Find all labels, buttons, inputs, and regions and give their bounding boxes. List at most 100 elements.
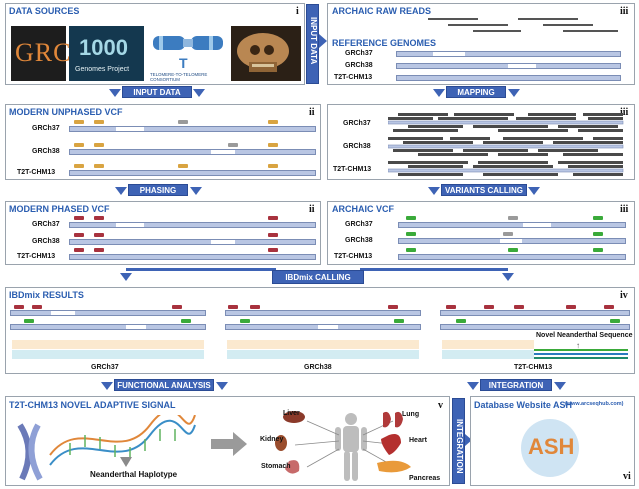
1000-genomes-logo-caption: Genomes Project (75, 66, 130, 73)
variant-marker (24, 319, 34, 323)
raw-read (473, 30, 521, 32)
variant-marker (593, 232, 603, 236)
genome-label: GRCh37 (32, 125, 60, 132)
mapping-arrow: MAPPING (446, 86, 506, 98)
panel-number: vi (623, 471, 631, 482)
segment-band (442, 340, 534, 349)
panel-title: MODERN PHASED VCF (9, 204, 110, 214)
variant-marker (610, 319, 620, 323)
panel-number: ii (309, 107, 315, 118)
panel-subtitle: REFERENCE GENOMES (332, 38, 437, 48)
panel-number: iii (620, 107, 629, 118)
genome-label: T2T-CHM13 (334, 253, 373, 260)
panel-modern-phased-vcf: MODERN PHASED VCF ii GRCh37 GRCh38 T2T-C… (5, 201, 321, 265)
track-gap (500, 238, 522, 244)
variant-marker (32, 305, 42, 309)
variant-marker (94, 120, 104, 124)
track-gap (211, 149, 235, 155)
track-gap (318, 324, 338, 330)
panel-number: iii (620, 6, 629, 17)
genome-label: GRCh37 (91, 364, 119, 371)
chromosome-dna-illustration (17, 415, 196, 481)
variant-marker (593, 248, 603, 252)
arrow-head-right (319, 34, 327, 48)
variant-marker (94, 248, 104, 252)
genome-label: GRCh38 (343, 143, 371, 150)
grc-logo-text: GRC (15, 38, 72, 67)
ibdmix-calling-arrow: IBDmix CALLING (272, 270, 364, 284)
panel-modern-unphased-vcf: MODERN UNPHASED VCF ii GRCh37 GRCh38 T2T… (5, 104, 321, 180)
novel-sequence-line (534, 357, 628, 359)
up-arrow-icon: ↑ (576, 341, 580, 350)
raw-read (563, 30, 618, 32)
variant-marker (172, 305, 182, 309)
mapped-reads-pileup (388, 113, 624, 176)
variant-marker (456, 319, 466, 323)
panel-title: ARCHAIC VCF (332, 204, 394, 214)
panel-ibdmix-results: IBDmix RESULTS iv GRCh37 GRCh38 Novel Ne… (5, 287, 635, 374)
raw-read (543, 24, 593, 26)
variant-marker (94, 143, 104, 147)
genome-track (69, 222, 316, 228)
neanderthal-skull-image (231, 26, 301, 81)
track-gap (523, 222, 551, 228)
genome-track (10, 324, 206, 330)
variant-marker (240, 319, 250, 323)
variant-marker (228, 143, 238, 147)
svg-text:T: T (179, 55, 188, 71)
ash-logo: ASH (521, 419, 579, 477)
variant-marker (508, 216, 518, 220)
grey-arrow-icon (211, 432, 247, 456)
panel-functional-analysis: T2T-CHM13 NOVEL ADAPTIVE SIGNAL v Neande… (5, 396, 450, 486)
arrow-head (508, 89, 520, 97)
segment-band (442, 350, 534, 359)
genome-track (440, 324, 630, 330)
arrow-head (120, 273, 132, 281)
arrow-head (428, 187, 440, 195)
genome-track (10, 310, 206, 316)
panel-number: iii (620, 204, 629, 215)
panel-database: Database Website ASH (www.arcseqhub.com)… (470, 396, 635, 486)
variant-marker (604, 305, 614, 309)
variant-marker (406, 248, 416, 252)
variant-marker (74, 143, 84, 147)
panel-number: v (438, 400, 443, 411)
variant-marker (250, 305, 260, 309)
grc-logo: GRC (11, 26, 70, 81)
genome-label: T2T-CHM13 (17, 169, 56, 176)
genome-label: T2T-CHM13 (514, 364, 553, 371)
genome-track (396, 75, 621, 81)
track-gap (116, 222, 144, 228)
genome-label: GRCh37 (343, 120, 371, 127)
track-gap (508, 63, 536, 69)
genome-label: T2T-CHM13 (334, 74, 373, 81)
panel-title: IBDmix RESULTS (9, 290, 84, 300)
variant-marker (514, 305, 524, 309)
panel-title: T2T-CHM13 NOVEL ADAPTIVE SIGNAL (9, 400, 176, 410)
chromosome-icon: T (153, 36, 223, 71)
panel-number: ii (309, 204, 315, 215)
panel-number: i (296, 6, 299, 17)
panel-archaic-raw-reads: ARCHAIC RAW READS iii REFERENCE GENOMES … (327, 3, 635, 85)
genome-label: GRCh37 (345, 50, 373, 57)
functional-analysis-arrow: FUNCTIONAL ANALYSIS (114, 379, 214, 391)
genome-track (440, 310, 630, 316)
genome-track (398, 254, 626, 260)
genome-label: T2T-CHM13 (333, 166, 372, 173)
variant-marker (74, 164, 84, 168)
arrow-label: INTEGRATION (455, 419, 464, 474)
arrow-head-right (465, 434, 472, 446)
novel-sequence-line (534, 353, 628, 355)
genome-track (69, 149, 316, 155)
variant-marker (268, 248, 278, 252)
variant-marker (94, 233, 104, 237)
t2t-logo-caption: TELOMERE-TO-TELOMERE CONSORTIUM (150, 72, 208, 82)
variant-marker (503, 232, 513, 236)
genome-label: GRCh38 (345, 237, 373, 244)
genome-track (396, 51, 621, 57)
genome-track (398, 222, 626, 228)
track-gap (433, 51, 465, 57)
arrow-head (528, 187, 540, 195)
organ-label-pancreas: Pancreas (409, 475, 441, 482)
arrow-head (109, 89, 121, 97)
